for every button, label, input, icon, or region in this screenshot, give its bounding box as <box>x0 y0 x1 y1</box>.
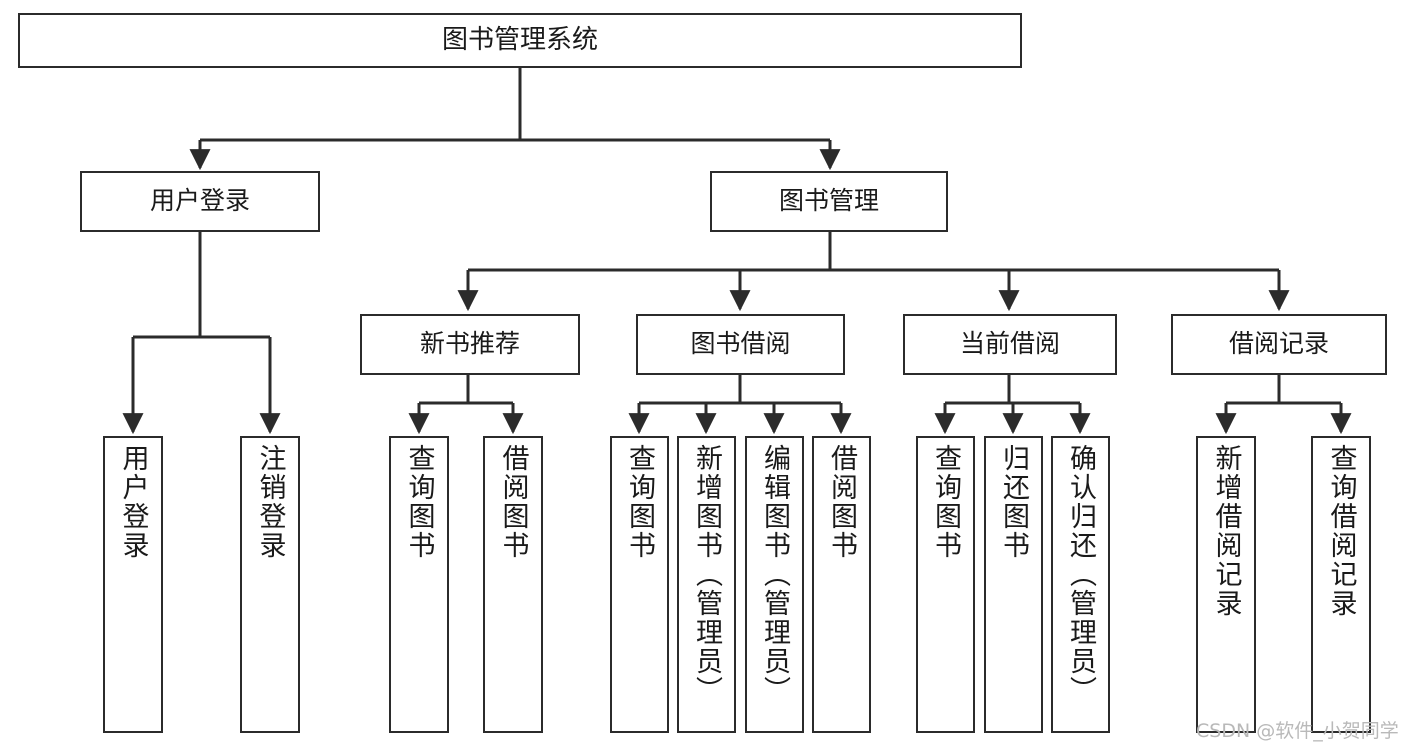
leaf-borrow-borrow-book[interactable]: 借阅图书 <box>812 436 871 733</box>
node-label: 查询图书 <box>624 444 655 560</box>
node-new-book-recommend[interactable]: 新书推荐 <box>360 314 580 375</box>
leaf-records-add-record[interactable]: 新增借阅记录 <box>1196 436 1256 733</box>
node-label: 借阅图书 <box>826 444 857 560</box>
node-root-system[interactable]: 图书管理系统 <box>18 13 1022 68</box>
node-label: 查询图书 <box>930 444 961 560</box>
node-label: 注销登录 <box>254 444 286 560</box>
node-label: 新增借阅记录 <box>1210 444 1242 618</box>
node-label: 编辑图书（管理员） <box>759 444 790 705</box>
leaf-new-book-query[interactable]: 查询图书 <box>389 436 449 733</box>
leaf-borrow-add-book-admin[interactable]: 新增图书（管理员） <box>677 436 736 733</box>
node-label: 新书推荐 <box>419 329 520 359</box>
node-label: 用户登录 <box>149 186 250 216</box>
node-label: 用户登录 <box>117 444 149 560</box>
leaf-user-login-signout[interactable]: 注销登录 <box>240 436 300 733</box>
leaf-current-query-book[interactable]: 查询图书 <box>916 436 975 733</box>
node-label: 图书借阅 <box>690 329 791 359</box>
node-label: 当前借阅 <box>959 329 1060 359</box>
node-label: 新增图书（管理员） <box>691 444 722 705</box>
node-book-borrow[interactable]: 图书借阅 <box>636 314 845 375</box>
node-label: 归还图书 <box>998 444 1029 560</box>
node-user-login[interactable]: 用户登录 <box>80 171 320 232</box>
node-label: 图书管理系统 <box>441 24 598 55</box>
node-label: 查询借阅记录 <box>1325 444 1357 618</box>
node-label: 确认归还（管理员） <box>1065 444 1096 705</box>
node-label: 查询图书 <box>403 444 435 560</box>
leaf-borrow-query-book[interactable]: 查询图书 <box>610 436 669 733</box>
node-current-borrow[interactable]: 当前借阅 <box>903 314 1117 375</box>
node-label: 借阅记录 <box>1228 329 1329 359</box>
node-book-management[interactable]: 图书管理 <box>710 171 948 232</box>
leaf-current-return-book[interactable]: 归还图书 <box>984 436 1043 733</box>
node-label: 图书管理 <box>778 186 879 216</box>
leaf-new-book-borrow[interactable]: 借阅图书 <box>483 436 543 733</box>
leaf-user-login-signin[interactable]: 用户登录 <box>103 436 163 733</box>
leaf-current-confirm-return-admin[interactable]: 确认归还（管理员） <box>1051 436 1110 733</box>
csdn-watermark: CSDN @软件_小贺同学 <box>1196 720 1399 742</box>
leaf-borrow-edit-book-admin[interactable]: 编辑图书（管理员） <box>745 436 804 733</box>
node-borrow-records[interactable]: 借阅记录 <box>1171 314 1387 375</box>
leaf-records-query-record[interactable]: 查询借阅记录 <box>1311 436 1371 733</box>
node-label: 借阅图书 <box>497 444 529 560</box>
